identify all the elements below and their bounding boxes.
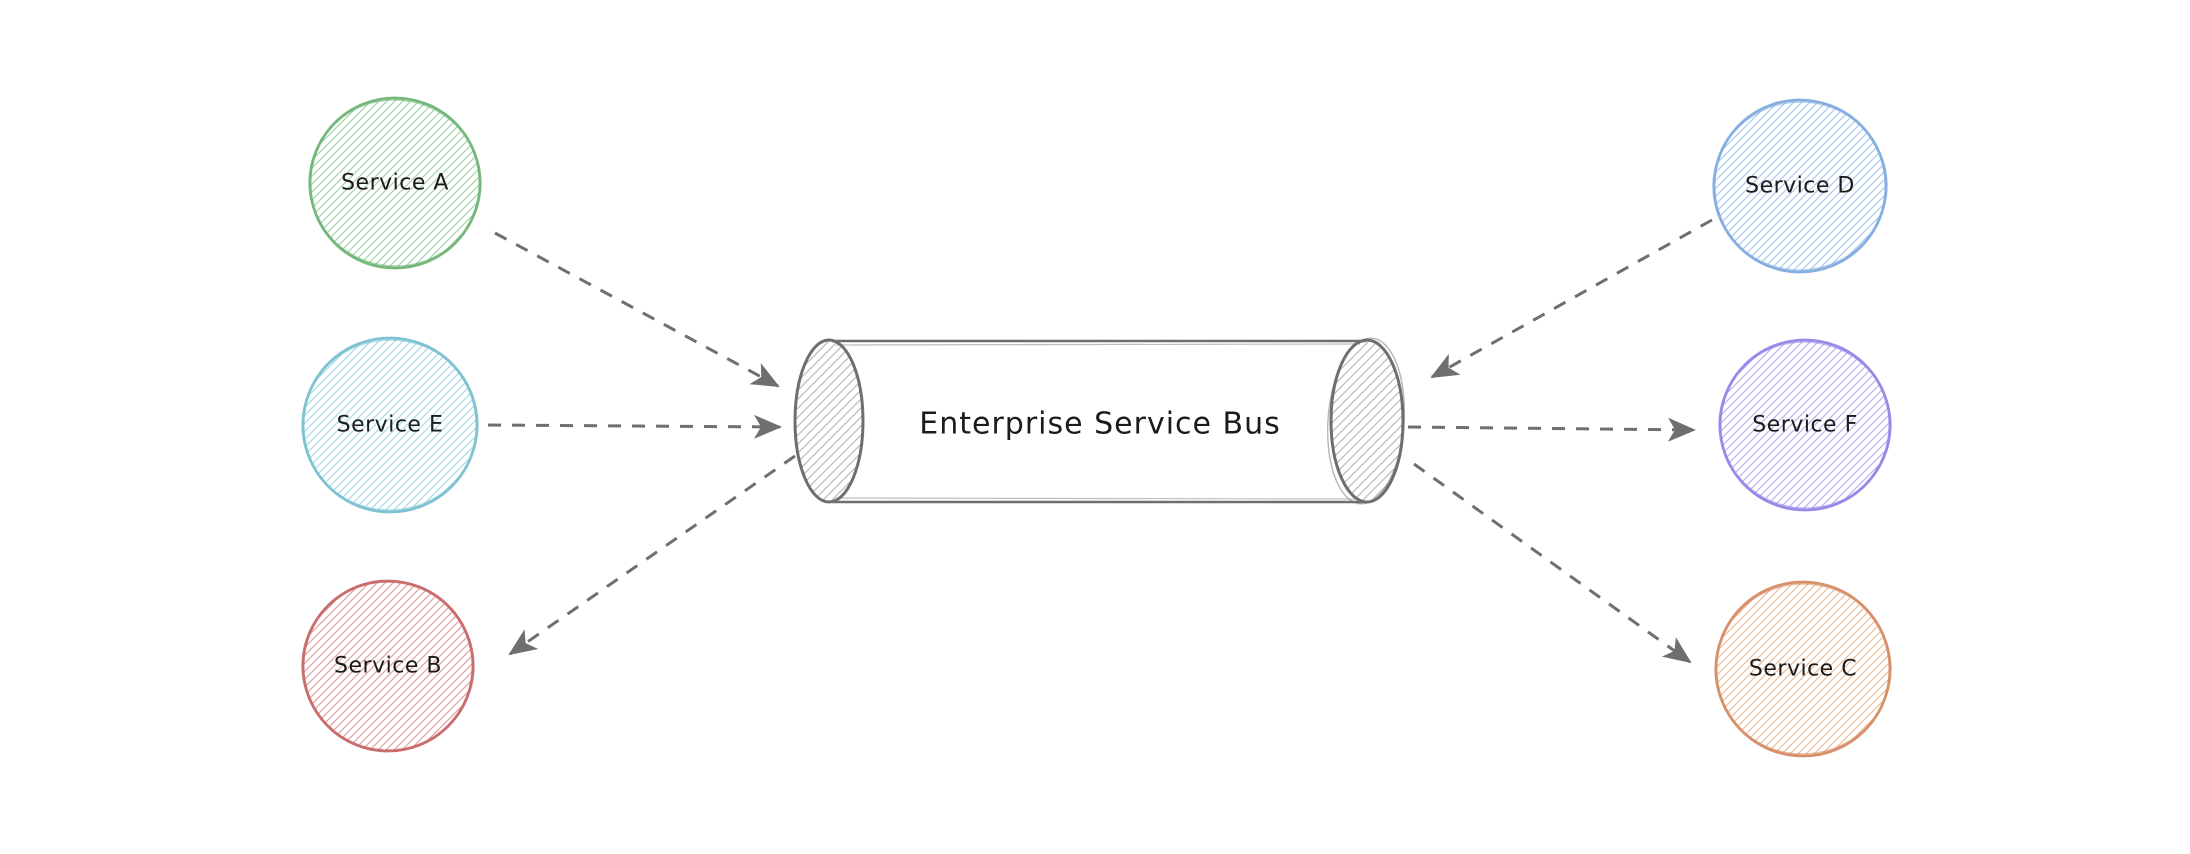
- service-a-circle[interactable]: [308, 96, 482, 270]
- service-f-label: Service F: [1752, 413, 1857, 438]
- node-service-d[interactable]: Service D: [1705, 93, 1896, 278]
- service-f-circle-sketch: [1718, 341, 1892, 509]
- service-e-label: Service E: [337, 413, 444, 438]
- service-b-circle-sketch: [301, 581, 475, 751]
- node-service-c[interactable]: Service C: [1709, 578, 1896, 760]
- service-c-circle[interactable]: [1714, 580, 1892, 758]
- service-e-circle-sketch: [301, 339, 479, 511]
- edge-service-a-to-bus[interactable]: [494, 231, 780, 388]
- edge-bus-to-service-b[interactable]: [508, 454, 796, 656]
- service-d-label: Service D: [1745, 174, 1855, 199]
- bus-body-outline: [832, 339, 1366, 504]
- node-service-b[interactable]: Service B: [295, 575, 481, 757]
- bus-left-cap: [793, 338, 865, 504]
- service-e-circle[interactable]: [301, 336, 479, 514]
- service-b-label: Service B: [334, 654, 442, 679]
- node-service-f[interactable]: Service F: [1710, 332, 1901, 518]
- bus-cylinder[interactable]: Enterprise Service Bus: [793, 336, 1410, 507]
- edge-service-e-to-bus[interactable]: [487, 414, 782, 439]
- service-a-label: Service A: [341, 171, 449, 196]
- service-c-label: Service C: [1749, 657, 1857, 682]
- bus-body-sketch-line: [835, 343, 1361, 500]
- node-service-a[interactable]: Service A: [301, 91, 489, 274]
- service-a-circle-sketch: [308, 99, 482, 267]
- edge-bus-to-service-c[interactable]: [1413, 462, 1692, 664]
- node-service-e[interactable]: Service E: [295, 333, 485, 518]
- bus-right-cap-sketch: [1326, 337, 1406, 505]
- edges: [487, 218, 1713, 664]
- service-d-circle[interactable]: [1712, 98, 1888, 274]
- service-b-circle[interactable]: [301, 579, 475, 753]
- edge-bus-to-service-f[interactable]: [1407, 417, 1696, 442]
- service-c-circle-sketch: [1714, 583, 1892, 755]
- bus-label: Enterprise Service Bus: [919, 407, 1281, 442]
- service-f-circle[interactable]: [1718, 338, 1892, 512]
- bus-body: [829, 341, 1367, 502]
- service-d-circle-sketch: [1712, 101, 1888, 271]
- edge-service-d-to-bus[interactable]: [1430, 218, 1713, 379]
- bus-right-cap: [1329, 338, 1405, 504]
